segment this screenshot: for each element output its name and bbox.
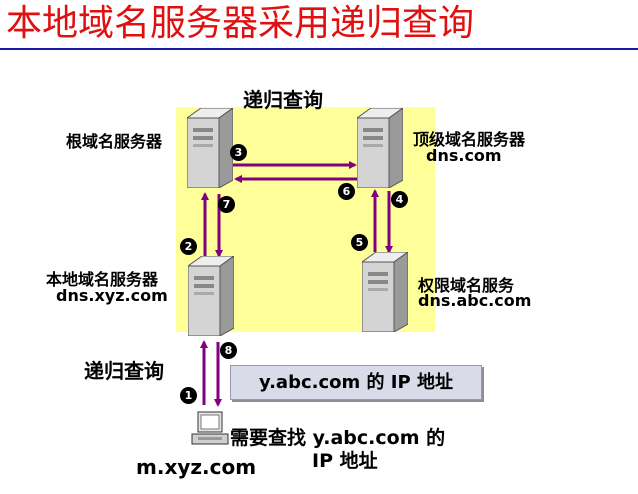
step-7-badge: 7 <box>218 196 235 213</box>
step-8-badge: 8 <box>220 342 237 359</box>
client-request-line2: IP 地址 <box>312 450 378 472</box>
client-host: m.xyz.com <box>136 455 257 479</box>
step-3-badge: 3 <box>230 144 247 161</box>
title-underline <box>0 48 638 50</box>
auth-server-host: dns.abc.com <box>418 291 532 310</box>
client-computer-icon <box>191 411 229 445</box>
auth-server-icon <box>362 252 408 332</box>
step-4-badge: 4 <box>391 191 408 208</box>
auth-server-label: 权限域名服务 <box>418 276 515 295</box>
step-5-badge: 5 <box>351 234 368 251</box>
client-request-line1: 需要查找 y.abc.com 的 <box>230 427 446 449</box>
step-1-badge: 1 <box>180 387 197 404</box>
local-server-label: 本地域名服务器 <box>46 270 159 289</box>
local-server-host: dns.xyz.com <box>56 286 168 305</box>
root-server-icon <box>187 108 233 188</box>
answer-box: y.abc.com 的 IP 地址 <box>230 365 482 400</box>
step-6-badge: 6 <box>338 183 355 200</box>
tld-server-label: 顶级域名服务器 <box>413 130 526 149</box>
top-recursive-label: 递归查询 <box>243 88 323 112</box>
page-title: 本地域名服务器采用递归查询 <box>6 3 475 44</box>
step-2-badge: 2 <box>180 238 197 255</box>
left-recursive-label: 递归查询 <box>84 359 164 383</box>
tld-server-icon <box>357 108 403 188</box>
root-server-label: 根域名服务器 <box>66 132 163 151</box>
tld-server-host: dns.com <box>426 146 502 165</box>
local-server-icon <box>188 256 234 336</box>
